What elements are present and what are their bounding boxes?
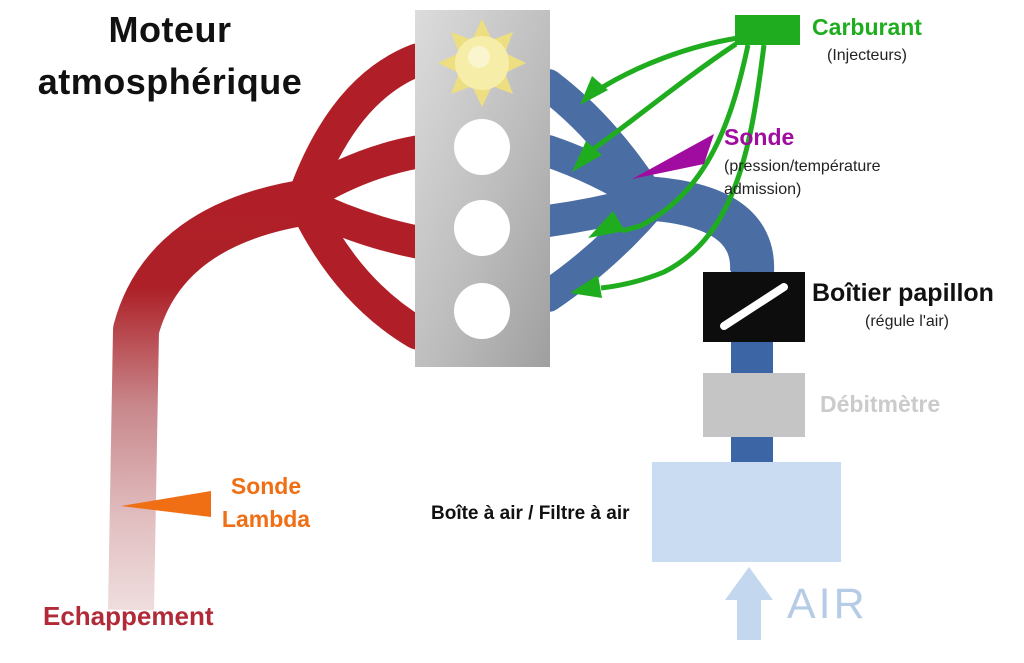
intake-sensor-pointer-icon [632, 134, 714, 179]
injector-line-4 [600, 44, 767, 291]
injector-line-3 [621, 44, 751, 234]
injector-line-1 [596, 35, 739, 93]
airbox-label: Boîte à air / Filtre à air [431, 503, 630, 524]
exhaust-branch-4 [290, 191, 434, 350]
injector-arrow-icon-1 [580, 76, 608, 105]
injector-arrow-icon-2 [572, 141, 602, 172]
lambda-sensor-label: Sonde Lambda [196, 470, 336, 536]
throttle-plate-icon [720, 283, 788, 330]
air-flow-label: AIR [787, 580, 868, 628]
injector-arrow-icon-3 [588, 211, 625, 238]
exhaust-branch-2 [287, 135, 434, 214]
intake-sensor-sublabel-2: admission) [724, 181, 802, 198]
throttle-label: Boîtier papillon [812, 279, 994, 307]
fuel-rail-box-icon [735, 15, 800, 45]
flow-meter-box [703, 373, 805, 437]
fuel-label: Carburant [812, 14, 922, 40]
diagram-title-line2: atmosphérique [37, 61, 303, 102]
cylinder-3 [454, 200, 510, 256]
intake-trunk-pipe [640, 176, 775, 274]
throttle-sublabel: (régule l'air) [865, 313, 949, 330]
cylinder-4 [454, 283, 510, 339]
diagram-title: Moteur atmosphérique [0, 4, 340, 108]
cylinder-2 [454, 119, 510, 175]
injector-line-2 [590, 41, 738, 153]
airbox [652, 462, 841, 562]
lambda-sensor-label-line1: Sonde [230, 473, 302, 499]
air-arrow-shaft-icon [737, 598, 761, 640]
intake-branch-4 [532, 189, 666, 312]
lambda-sensor-label-line2: Lambda [221, 506, 311, 532]
intake-sensor-sublabel-1: (pression/température [724, 158, 881, 175]
intake-sensor-label: Sonde [724, 124, 795, 150]
exhaust-branch-1 [289, 43, 434, 209]
fuel-sublabel: (Injecteurs) [826, 47, 908, 64]
injector-arrow-icon-4 [570, 275, 602, 298]
exhaust-pipe [108, 178, 318, 611]
diagram-title-line1: Moteur [108, 9, 232, 50]
flow-meter-label: Débitmètre [820, 391, 941, 417]
air-arrow-head-icon [725, 567, 773, 600]
lambda-sensor-pointer-icon [121, 491, 211, 517]
exhaust-label: Echappement [43, 601, 214, 631]
combustion-highlight [468, 46, 490, 68]
